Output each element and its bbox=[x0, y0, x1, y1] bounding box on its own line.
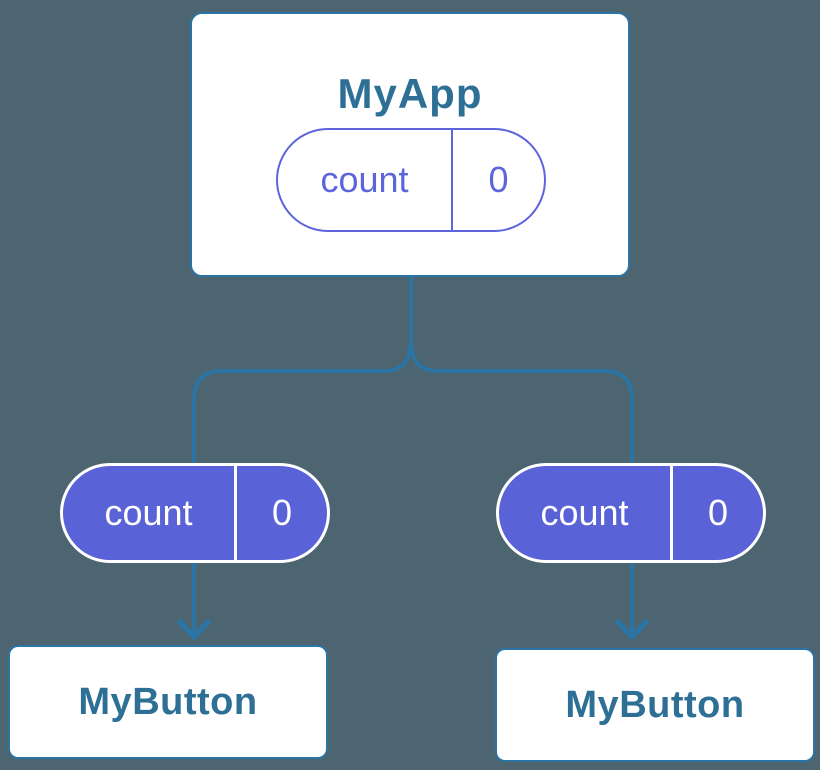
right-branch-line bbox=[409, 339, 634, 634]
right-arrowhead-icon bbox=[615, 619, 649, 640]
left-mybutton-node: MyButton bbox=[8, 645, 328, 759]
state-key-label: count bbox=[320, 159, 409, 200]
prop-key-label: count bbox=[104, 492, 193, 533]
left-branch-line bbox=[192, 339, 413, 634]
myapp-node: MyApp count 0 bbox=[190, 12, 630, 277]
right-prop-pill: count 0 bbox=[496, 463, 766, 563]
mybutton-node-title: MyButton bbox=[565, 683, 745, 726]
left-prop-pill: count 0 bbox=[60, 463, 330, 563]
myapp-state-pill: count 0 bbox=[276, 128, 546, 232]
prop-value-label: 0 bbox=[234, 466, 327, 560]
prop-key-label: count bbox=[540, 492, 629, 533]
right-mybutton-node: MyButton bbox=[495, 648, 815, 762]
myapp-node-title: MyApp bbox=[337, 70, 483, 117]
mybutton-node-title: MyButton bbox=[78, 680, 258, 723]
prop-value-label: 0 bbox=[670, 466, 763, 560]
state-value-label: 0 bbox=[451, 130, 544, 230]
left-arrowhead-icon bbox=[177, 619, 211, 640]
